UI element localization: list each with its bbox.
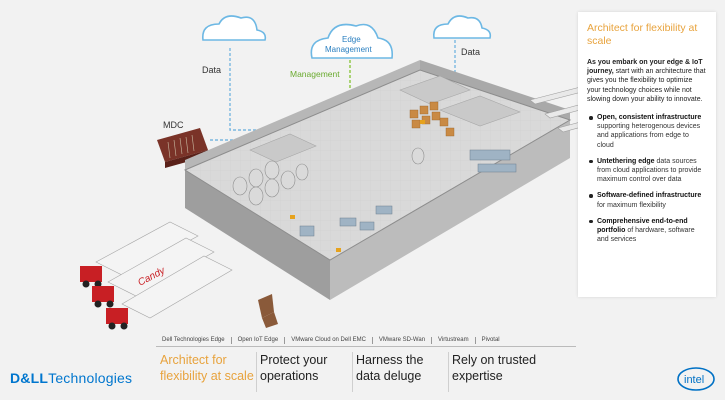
info-panel: Architect for flexibility at scale As yo… xyxy=(578,12,716,297)
bullet-bold: Open, consistent infrastructure xyxy=(597,114,702,122)
tab-separator xyxy=(371,336,373,344)
cloud-edge-management-icon xyxy=(310,23,394,59)
topic-cards: Architect for flexibility at scale Prote… xyxy=(160,352,544,392)
tab-pivotal[interactable]: Pivotal xyxy=(481,337,500,343)
dell-logo-mark: D&LL xyxy=(10,370,49,386)
bullet-item: Open, consistent infrastructure supporti… xyxy=(589,113,707,150)
edge-management-label-1: Edge xyxy=(342,35,361,44)
storage-boxes xyxy=(409,101,455,137)
management-label: Management xyxy=(290,69,340,79)
card-harness-data[interactable]: Harness the data deluge xyxy=(352,352,448,392)
bullet-item: Comprehensive end-to-end portfolio of ha… xyxy=(589,217,707,245)
bullet-text: data sources from cloud applications to … xyxy=(597,157,702,184)
tab-dell-technologies-edge[interactable]: Dell Technologies Edge xyxy=(162,337,225,343)
bullet-text: of hardware, software and services xyxy=(597,227,695,244)
data-line-left xyxy=(229,48,300,131)
bullet-bold: Comprehensive end-to-end portfolio xyxy=(597,217,688,235)
storage-tanks xyxy=(232,147,425,206)
card-architect-flexibility[interactable]: Architect for flexibility at scale xyxy=(160,353,254,383)
panel-title: Architect for flexibility at scale xyxy=(587,22,698,47)
tab-separator xyxy=(474,336,476,344)
panel-intro-rest: start with an architecture that gives yo… xyxy=(587,68,706,103)
cloud-data-right-icon xyxy=(432,15,492,39)
intel-logo: intel xyxy=(677,367,715,391)
data-label-left: Data xyxy=(202,65,221,75)
dell-logo-text: Technologies xyxy=(48,370,133,386)
mdc-container xyxy=(157,128,208,168)
tab-separator xyxy=(230,336,232,344)
edge-management-label-2: Management xyxy=(325,45,372,54)
tab-vmware-sd-wan[interactable]: VMware SD-Wan xyxy=(378,337,426,343)
dell-technologies-logo: D&LLTechnologies xyxy=(10,370,132,386)
bullet-item: Software-defined infrastructure for maxi… xyxy=(589,191,707,209)
entrance-stairs xyxy=(258,294,278,328)
truck-2 xyxy=(92,237,215,308)
product-tabs: Dell Technologies Edge Open IoT Edge VMw… xyxy=(156,334,576,347)
tab-separator xyxy=(284,336,286,344)
card-trusted-expertise[interactable]: Rely on trusted expertise xyxy=(448,352,544,392)
forklifts xyxy=(290,120,425,252)
bullet-text: supporting heterogenous devices and appl… xyxy=(597,123,701,149)
warehouse-rooms xyxy=(249,75,521,163)
production-machines xyxy=(299,149,517,237)
tab-open-iot-edge[interactable]: Open IoT Edge xyxy=(237,337,279,343)
bullet-bold: Untethering edge xyxy=(597,157,655,165)
cloud-data-left-icon xyxy=(202,15,267,41)
data-label-right: Data xyxy=(461,47,480,57)
tabs-divider xyxy=(156,346,576,347)
panel-intro: As you embark on your edge & IoT journey… xyxy=(587,58,707,104)
tab-vmware-cloud[interactable]: VMware Cloud on Dell EMC xyxy=(291,337,366,343)
mdc-label: MDC xyxy=(163,120,184,130)
bullet-bold: Software-defined infrastructure xyxy=(597,192,702,200)
tab-virtustream[interactable]: Virtustream xyxy=(438,337,469,343)
panel-intro-bold: As you embark on your edge & IoT journey… xyxy=(587,59,703,76)
card-protect-operations[interactable]: Protect your operations xyxy=(256,352,352,392)
bullet-item: Untethering edge data sources from cloud… xyxy=(589,157,707,185)
truck-1 xyxy=(80,221,199,288)
tab-separator xyxy=(431,336,433,344)
intel-logo-text: intel xyxy=(684,374,704,386)
panel-bullets: Open, consistent infrastructure supporti… xyxy=(587,113,707,244)
bullet-text: for maximum flexibility xyxy=(597,201,666,209)
